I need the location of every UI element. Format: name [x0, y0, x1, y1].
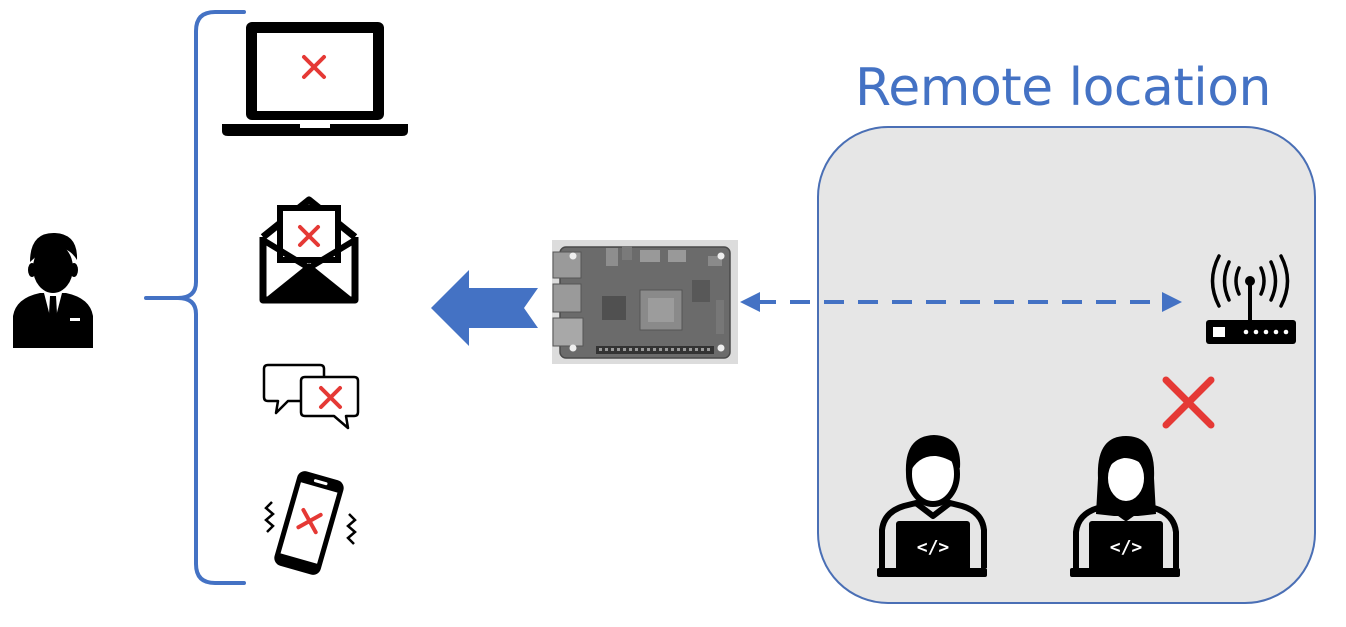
laptop-code-label: </>: [917, 537, 950, 558]
phone-blocked-icon: [264, 471, 357, 575]
dashed-connection-arrow: [740, 292, 1182, 312]
chat-blocked-icon: [262, 363, 360, 430]
raspberry-pi-board-icon: [552, 240, 738, 364]
phone-cross-icon: [296, 507, 323, 535]
connection-blocked-cross-icon: [1162, 376, 1215, 429]
wifi-router-icon: [1206, 254, 1296, 344]
big-arrow-left: [431, 270, 538, 346]
email-cross-icon: [298, 225, 320, 247]
laptop-code-label: </>: [1110, 537, 1143, 558]
email-blocked-icon: [259, 196, 359, 304]
laptop-cross-icon: [302, 55, 326, 79]
laptop-blocked-icon: [222, 22, 408, 136]
curly-brace: [144, 10, 246, 585]
developer-female-icon: </>: [1070, 436, 1180, 577]
remote-location-title: Remote location: [855, 58, 1272, 118]
person-suit-icon: [13, 232, 93, 348]
remote-location-box: [817, 126, 1316, 604]
chat-cross-icon: [319, 386, 342, 409]
developer-icon: </>: [877, 435, 987, 577]
